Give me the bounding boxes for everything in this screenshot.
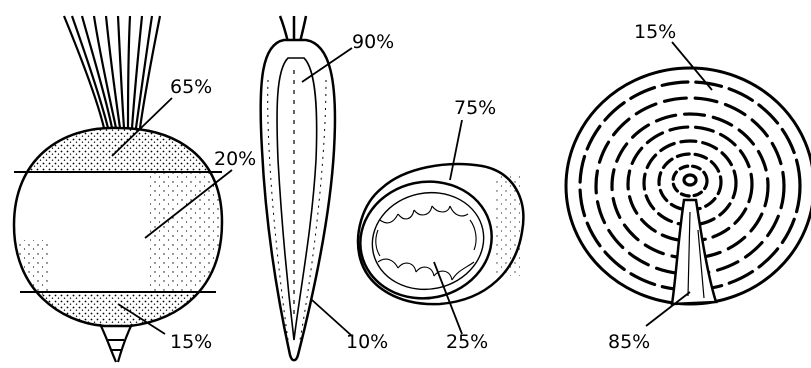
carrot-illustration: 90% 10%	[261, 16, 395, 360]
cabbage-illustration: 15% 85%	[566, 21, 811, 353]
carrot-leaf-stubs	[280, 16, 306, 42]
cabbage-label-leaves: 15%	[634, 21, 676, 43]
beet-illustration: 65% 20% 15%	[10, 16, 256, 362]
beet-bottom-shading	[10, 292, 230, 332]
potato-label-outer: 75%	[454, 97, 496, 119]
beet-taproot	[100, 324, 132, 362]
cabbage-label-stalk: 85%	[608, 331, 650, 353]
beet-stems	[64, 16, 160, 128]
potato-illustration: 75% 25%	[349, 97, 523, 353]
beet-label-middle: 20%	[214, 148, 256, 170]
potato-label-inner: 25%	[446, 331, 488, 353]
beet-label-top: 65%	[170, 76, 212, 98]
carrot-label-skin: 10%	[346, 331, 388, 353]
beet-label-bottom: 15%	[170, 331, 212, 353]
carrot-label-core: 90%	[352, 31, 394, 53]
